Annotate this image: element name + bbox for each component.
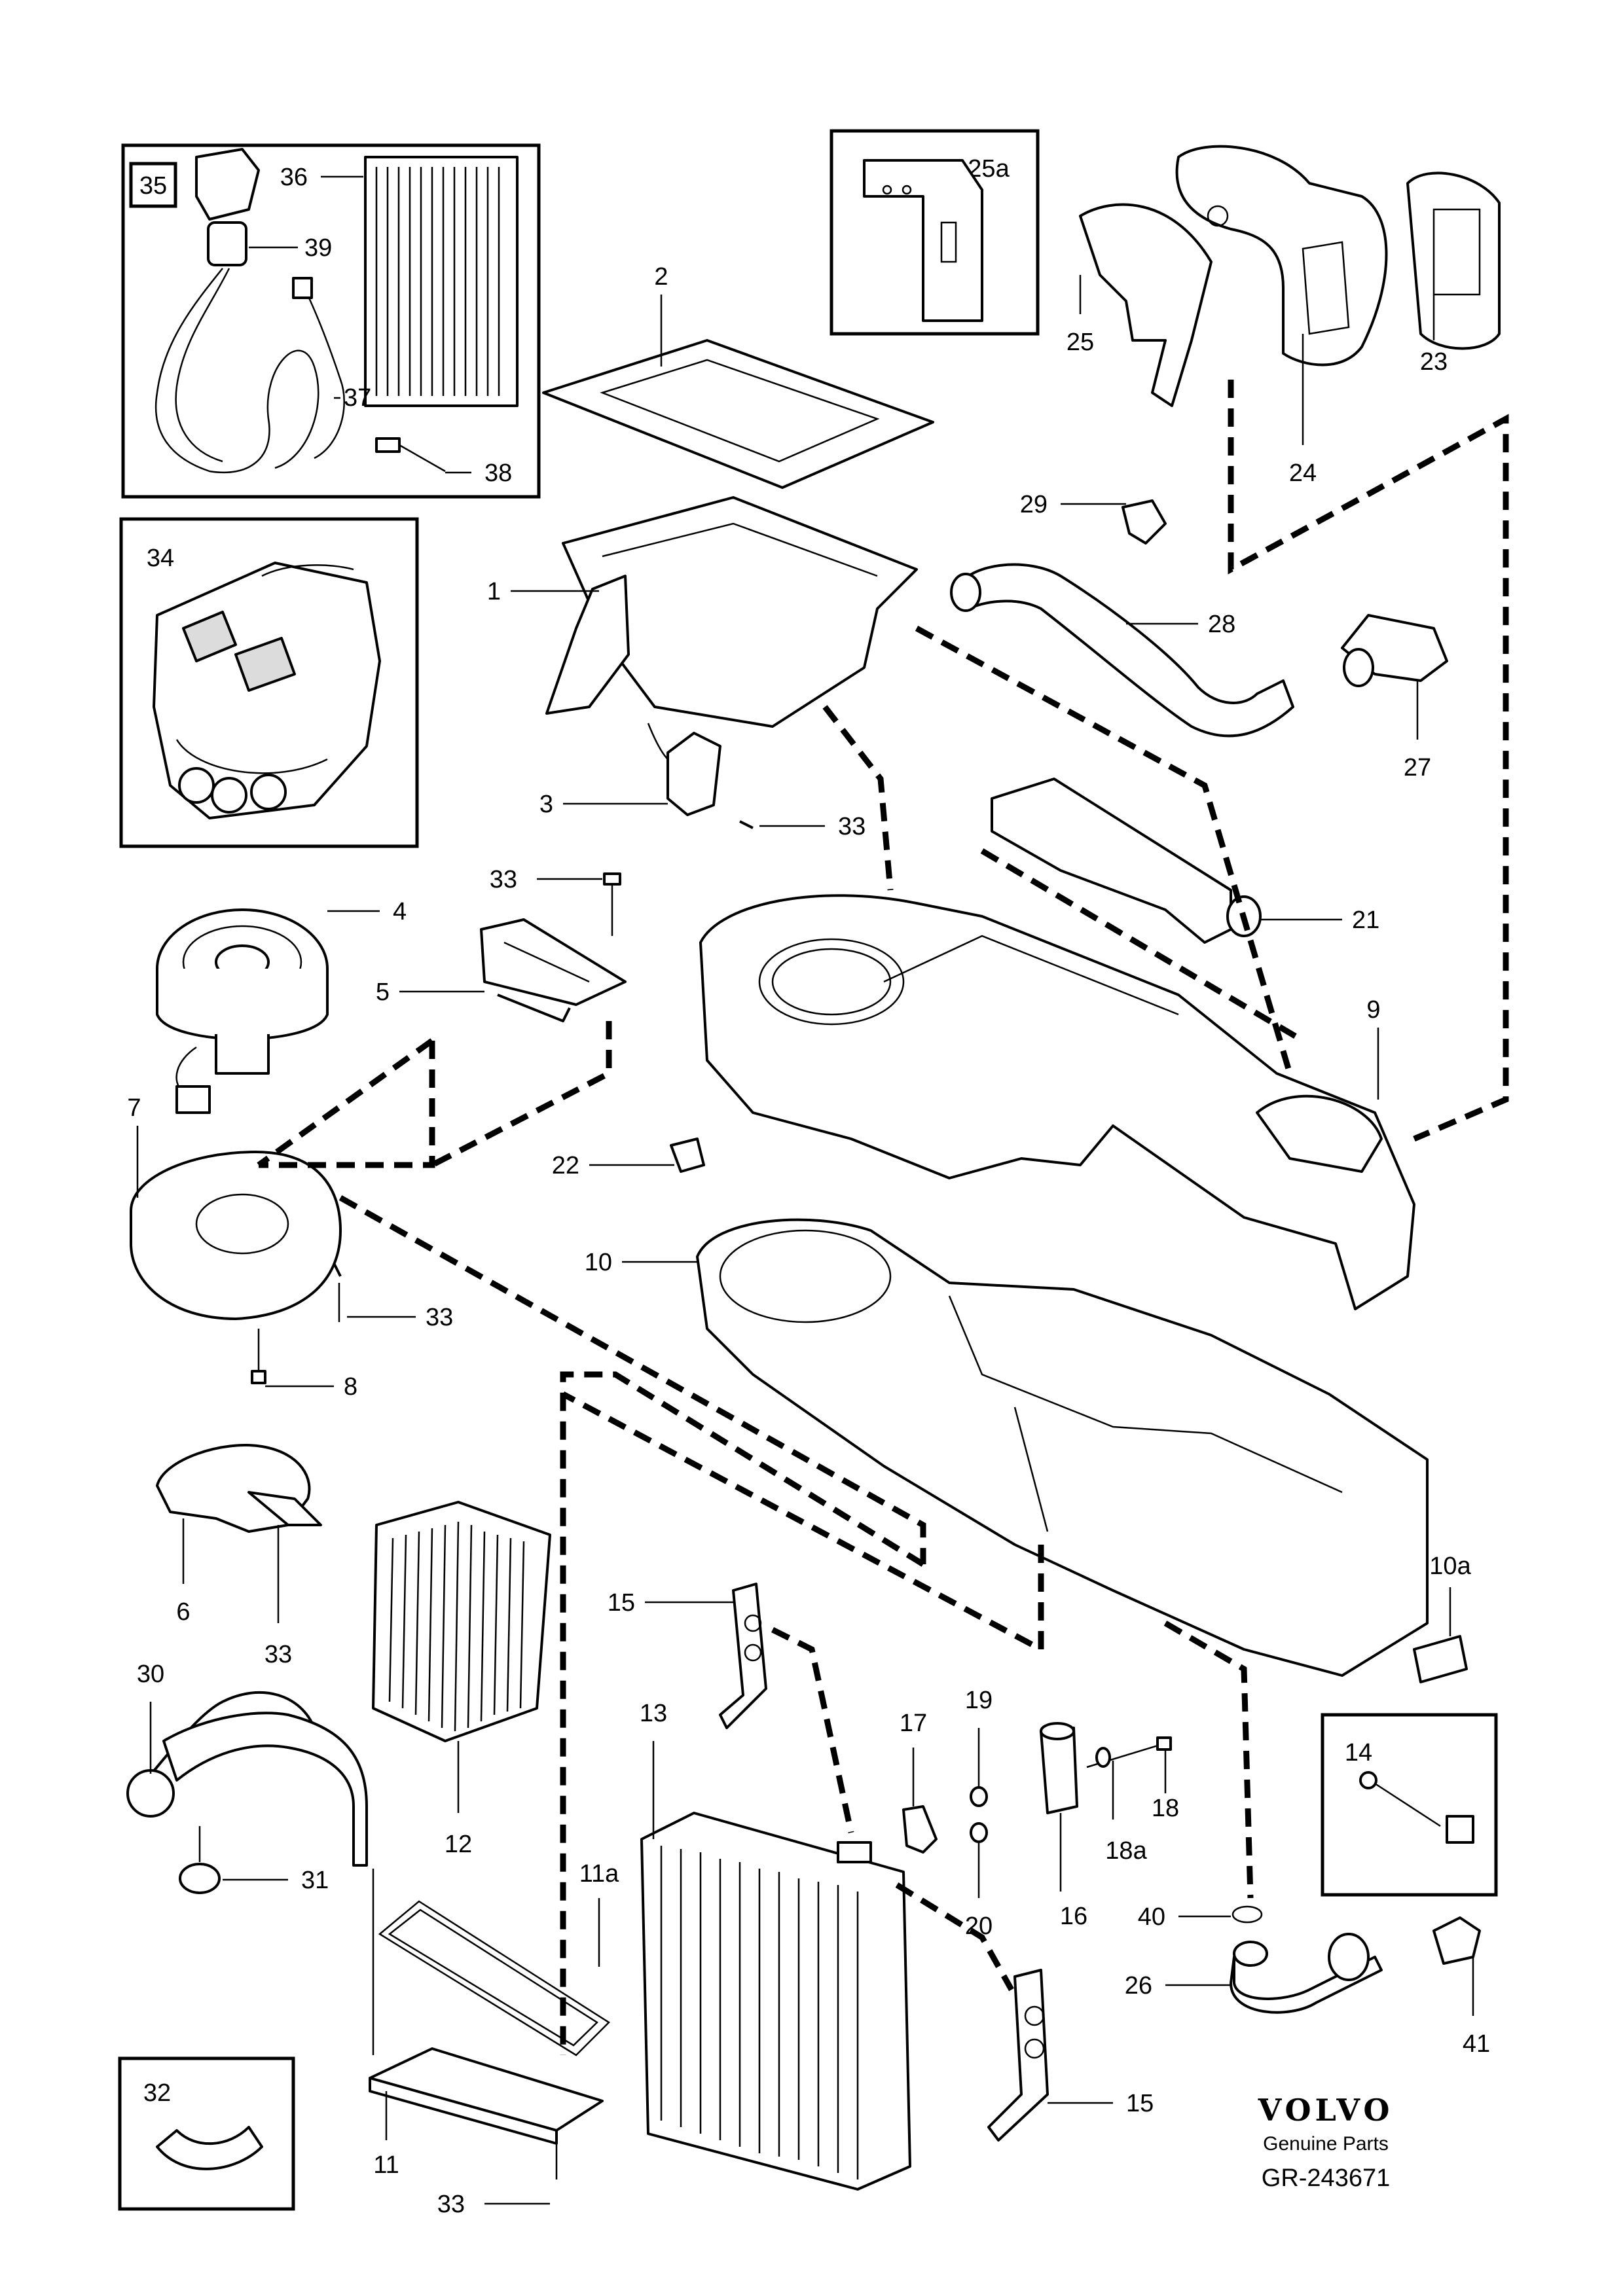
label-15-b: 15	[1126, 2090, 1154, 2117]
label-26: 26	[1125, 1972, 1152, 2000]
label-33-d: 33	[264, 1641, 292, 1668]
inset-box-35: 35 36 39 37 38	[121, 143, 541, 499]
part-21-duct: 21	[991, 778, 1379, 944]
part-9-main-housing: 9 22	[552, 894, 1415, 1310]
label-38: 38	[484, 459, 512, 487]
label-36: 36	[280, 164, 308, 191]
part-15-bracket-upper: 15	[608, 1583, 767, 1729]
label-33-b: 33	[490, 866, 517, 893]
part-11-cover: 11 33	[369, 1869, 604, 2218]
label-7: 7	[127, 1094, 141, 1122]
label-1: 1	[487, 578, 501, 605]
label-19: 19	[965, 1687, 993, 1714]
label-6: 6	[176, 1598, 190, 1626]
part-1-upper-housing: 1	[487, 496, 918, 728]
label-32: 32	[143, 2079, 171, 2107]
label-25: 25	[1067, 329, 1094, 356]
label-40: 40	[1138, 1903, 1165, 1931]
label-31: 31	[301, 1867, 329, 1894]
label-41: 41	[1463, 2030, 1490, 2058]
part-28-hose: 28 29	[950, 491, 1294, 738]
label-34: 34	[147, 545, 174, 572]
part-12-cabin-filter: 12	[372, 1501, 551, 1858]
label-21: 21	[1352, 906, 1379, 934]
part-3-actuator: 3 33	[539, 723, 866, 840]
label-9: 9	[1366, 996, 1380, 1024]
part-30-drain-hose: 30 31	[126, 1660, 368, 1894]
part-6-fan-housing: 6 33	[156, 1444, 322, 1668]
part-25-bracket: 25	[1067, 203, 1213, 407]
part-15-bracket-lower: 15	[987, 1969, 1154, 2142]
assembly-dashed-lines	[257, 380, 1509, 2055]
inset-box-32: 32	[118, 2056, 295, 2211]
part-24-gasket: 24	[1175, 145, 1388, 487]
label-13: 13	[640, 1700, 667, 1727]
branding-block: VOLVO Genuine Parts GR-243671	[1258, 2092, 1394, 2192]
label-11a: 11a	[579, 1860, 619, 1888]
diagram-reference-number: GR-243671	[1262, 2164, 1390, 2192]
label-35: 35	[139, 172, 167, 200]
label-39: 39	[304, 234, 332, 262]
label-18: 18	[1152, 1795, 1179, 1822]
label-28: 28	[1208, 611, 1235, 638]
label-15-a: 15	[608, 1589, 635, 1617]
label-5: 5	[376, 978, 390, 1006]
label-22: 22	[552, 1152, 579, 1179]
inset-box-25a: 25a	[830, 129, 1040, 336]
label-23: 23	[1420, 348, 1448, 376]
label-37: 37	[344, 384, 371, 412]
label-10: 10	[585, 1249, 612, 1276]
part-5-resistor: 5 33	[376, 866, 627, 1022]
part-7-blower-housing: 7 33 8	[127, 1094, 453, 1401]
label-12: 12	[445, 1831, 472, 1858]
label-8: 8	[344, 1373, 357, 1401]
label-18a: 18a	[1105, 1837, 1147, 1865]
label-11: 11	[373, 2151, 399, 2179]
label-33-e: 33	[437, 2191, 465, 2218]
label-17: 17	[900, 1710, 927, 1737]
label-10a: 10a	[1429, 1552, 1471, 1580]
screw-33-misc: 33	[841, 813, 869, 840]
part-4-blower-fan: 4	[156, 898, 407, 1114]
brand-logo-text: VOLVO	[1258, 2092, 1394, 2128]
inset-box-14: 14	[1321, 1713, 1498, 1897]
label-16: 16	[1060, 1903, 1087, 1930]
part-23-seal: 23	[1406, 171, 1501, 376]
brand-subtitle: Genuine Parts	[1263, 2133, 1389, 2155]
part-2-cover-frame: 2	[542, 263, 934, 489]
label-29: 29	[1020, 491, 1048, 518]
part-26-pipe: 26 40 41	[1125, 1903, 1490, 2058]
part-13-evaporator: 13	[640, 1700, 911, 2191]
label-14: 14	[1345, 1739, 1372, 1767]
label-27: 27	[1404, 754, 1431, 781]
label-33-a: 33	[838, 813, 866, 840]
label-33-c: 33	[426, 1304, 453, 1331]
part-27-nozzle: 27	[1341, 614, 1448, 781]
label-3: 3	[539, 791, 553, 818]
label-4: 4	[393, 898, 407, 925]
label-24: 24	[1289, 459, 1317, 487]
label-2: 2	[654, 263, 668, 291]
inset-box-34: 34	[119, 517, 419, 848]
part-11a-seal: 11a	[378, 1860, 619, 2056]
part-16-expansion-valve: 16 17 19 20 18 18a	[900, 1687, 1179, 1940]
label-30: 30	[137, 1660, 164, 1688]
part-10-lower-housing: 10 10a	[585, 1218, 1472, 1683]
